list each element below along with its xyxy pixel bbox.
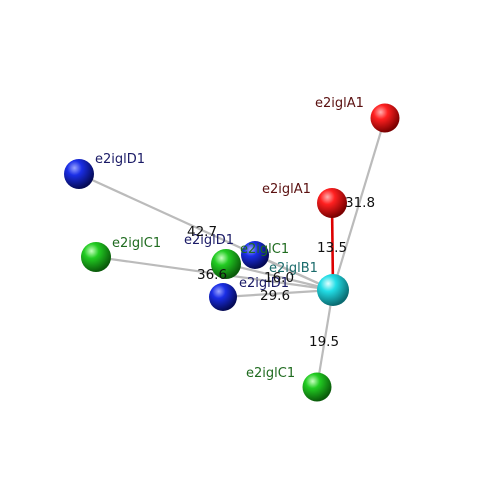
atom-red-top[interactable] [370,103,400,133]
distance-green-bottom: 19.5 [309,334,339,350]
distance-green-left: 36.6 [197,267,227,283]
distance-labels: 31.8 13.5 42.7 36.6 16.0 29.6 19.5 [187,195,375,350]
distance-blue-left: 42.7 [187,224,217,240]
atom-green-bottom[interactable] [302,372,332,402]
label-blue-mid-lower: e2iglD1 [239,276,289,291]
atom-green-mid[interactable] [211,249,241,279]
atoms [64,103,400,402]
label-blue-left: e2iglD1 [95,152,145,167]
distance-blue-mid-lower: 29.6 [260,288,290,304]
bond-blue-mid-lower [222,288,334,299]
bond-green-mid [225,262,334,292]
distance-red-mid: 13.5 [317,240,347,256]
bond-green-bottom [315,289,335,388]
label-red-mid: e2iglA1 [262,182,311,197]
label-red-top: e2iglA1 [315,96,364,111]
atom-cyan-center[interactable] [317,274,349,306]
distance-red-top: 31.8 [345,195,375,211]
bond-red-top [331,117,387,291]
distance-green-mid: 16.0 [264,270,294,286]
label-green-left: e2iglC1 [112,236,161,251]
label-green-mid: e2iglC1 [240,242,289,257]
label-blue-mid-upper: e2iglD1 [184,233,234,248]
atom-red-mid[interactable] [317,188,347,218]
atom-blue-left[interactable] [64,159,94,189]
label-cyan-text: e2iglB1 [269,261,318,276]
atom-blue-mid-lower[interactable] [209,283,237,311]
label-green-bottom: e2iglC1 [246,366,295,381]
atom-labels: e2iglA1 e2iglA1 e2iglD1 e2iglC1 e2iglD1 … [95,96,364,381]
atom-blue-mid-upper[interactable] [241,241,269,269]
atom-green-left[interactable] [81,242,111,272]
